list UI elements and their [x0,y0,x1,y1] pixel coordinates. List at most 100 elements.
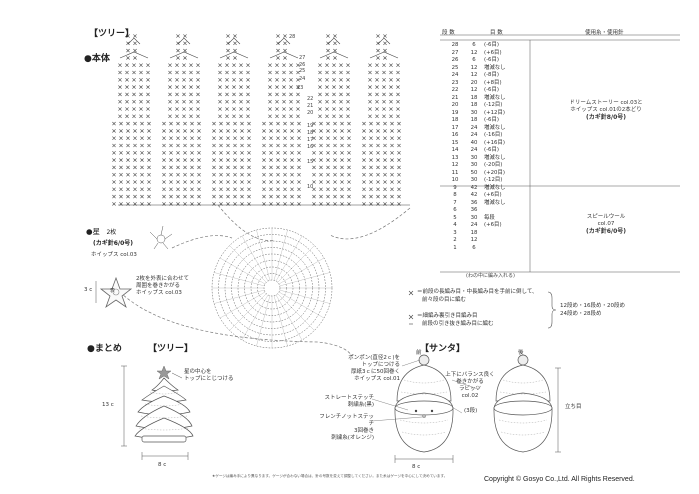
star-hook: (カギ針6/0号) [93,240,134,247]
round-mark: 18 [307,130,314,136]
french-note-line: 刺繍糸(オレンジ) [331,435,374,441]
balance-note-line: 上下にバランス良く [445,372,495,378]
round-mark: 20 [307,110,314,116]
increase-note: 増減なし [484,199,506,206]
increase-note: 増減なし [484,124,506,131]
stitch-count: 18 [470,94,478,101]
round-number: 12 [451,162,459,168]
pompom-note-line: トップにつける [361,362,400,368]
star-yarn: ホイップス col.03 [91,252,137,258]
stitch-count: 42 [470,192,478,198]
increase-note: (-6目) [484,57,499,63]
increase-note: (-12目) [484,177,503,183]
straight-note-line: ストレートステッチ [324,395,374,401]
santa-pompom-note: ポンポン(直径2ｃ)を トップにつける 厚紙3ｃに50回巻く ホイップス col… [344,355,400,383]
star-count: 2枚 [106,229,117,236]
stitch-count: 40 [470,139,478,146]
increase-note: (-6目) [484,117,499,123]
pompom-note-line: 厚紙3ｃに50回巻く [351,369,400,375]
round-number: 24 [451,72,459,78]
stitch-count: 6 [472,57,476,63]
round-number: 25 [451,64,459,71]
round-mark: 16 [307,144,314,150]
pompom-note-line: ホイップス col.01 [354,376,400,382]
table-header-stitches: 目 数 [490,30,503,36]
round-mark: 25 [299,68,306,74]
round-number: 27 [451,49,459,56]
star-center-label: 表 [110,288,116,294]
stitch-count: 20 [470,79,478,86]
stitch-count: 12 [470,237,478,243]
round-mark: 10 [307,184,314,190]
round-mark: 26 [299,62,306,68]
santa-balance-note: 上下にバランス良く 巻きかがる ラビッツ col.02 [440,372,500,400]
pompom-note-line: ポンポン(直径2ｃ)を [348,355,400,361]
stitch-count: 6 [472,244,476,251]
round-mark: 21 [307,103,314,109]
increase-note [484,230,512,238]
table-header-yarn: 使用糸・使用針 [585,30,624,36]
increase-note: (-12目) [484,102,503,108]
round-number: 16 [451,132,459,138]
round-number: 26 [451,57,459,63]
santa-straight-note: ストレートステッチ 刺繍糸(黒) [324,395,374,409]
stitch-count: 50 [470,169,478,176]
matome-tree-heading: 【ツリー】 [148,344,194,354]
round-number: 7 [453,199,457,206]
legend-line1a: ＝前段の長編み目・中長編み目を手前に倒して、 [417,289,538,295]
tree-section-heading: 【ツリー】 [89,29,135,39]
yarn-lower-line: col.07 [597,221,615,227]
increase-note: (-6目) [484,147,499,153]
tree-width: 8 c [158,462,167,468]
round-number: 11 [451,169,459,176]
round-number: 5 [453,214,457,221]
increase-note: (+20目) [484,169,505,176]
body-label: ●本体 [84,54,110,64]
tree-height: 13 c [102,402,114,408]
balance-note-line: ラビッツ [458,386,481,392]
round-number: 8 [453,192,457,198]
stitch-count: 36 [470,199,478,206]
star-size: 3 c [84,287,93,293]
rounds-note-line: 12段め・16段め・20段め [560,303,625,309]
rounds-note: 12段め・16段め・20段め 24段め・28段め [560,302,625,318]
star-note-line: 2枚を外表に合わせて [136,276,189,282]
increase-note [484,245,512,253]
stitch-count: 24 [470,132,478,138]
round-number: 17 [451,124,459,131]
round-mark: 19 [307,123,314,129]
yarn-upper-line: ホイップス col.01の2本どり [570,107,642,113]
increase-note [484,237,512,245]
table-footnote: (わの中に編み入れる) [466,273,515,279]
matome-star-note-line: トップにとじつける [184,376,234,382]
increase-note: (+8目) [484,79,502,86]
stitch-count: 30 [470,109,478,116]
round-mark: 15 [307,159,314,165]
stitch-count: 36 [470,207,478,213]
stitch-count: 12 [470,87,478,93]
santa-3dan: (3段) [464,408,478,414]
round-number: 4 [453,222,457,228]
matome-label: ●まとめ [87,344,122,354]
round-number: 19 [451,109,459,116]
increase-note: 増減なし [484,184,506,191]
table-row: 11 50 (+20目) [446,170,512,178]
stitch-count: 18 [470,102,478,108]
